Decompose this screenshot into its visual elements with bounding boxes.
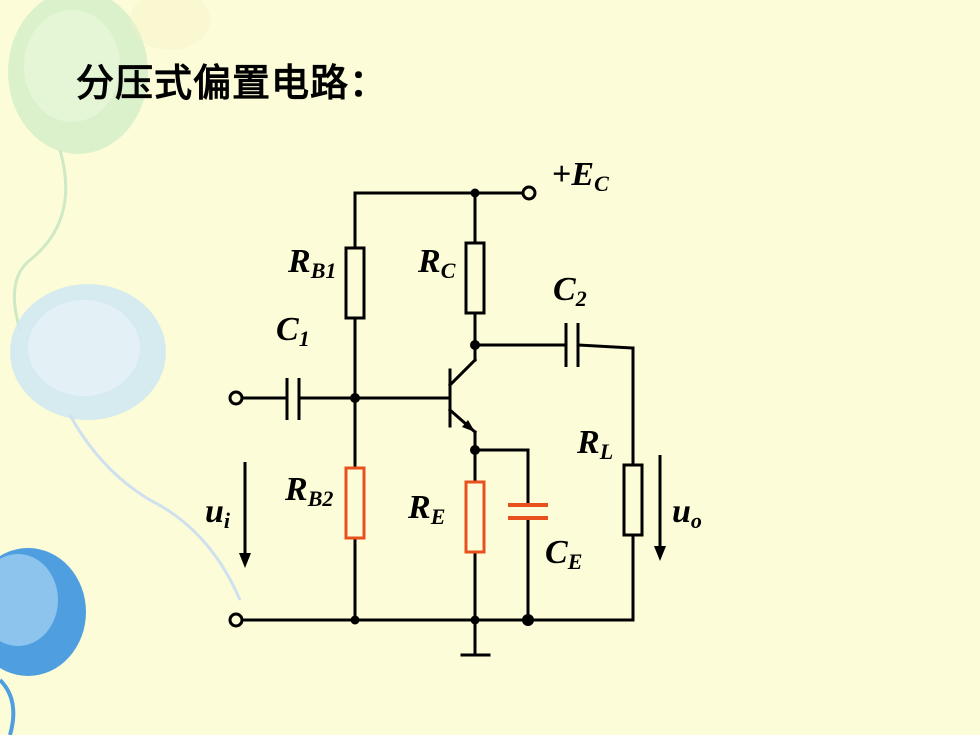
- supply-terminal: [521, 185, 537, 201]
- light-blue-balloon-decoration: [10, 284, 242, 601]
- rc-resistor: [464, 241, 486, 315]
- ground-terminal: [228, 612, 244, 628]
- supply-label: +EC: [552, 156, 609, 196]
- junction-dot-ground-rb2: [350, 615, 360, 625]
- c2-to-rl-wire: [576, 343, 635, 350]
- faint-balloon-decoration: [130, 0, 210, 50]
- input-terminal: [228, 390, 244, 406]
- uo-label: uo: [672, 493, 702, 533]
- c2-capacitor: [564, 323, 580, 367]
- junction-dot-emitter: [470, 445, 480, 455]
- blue-balloon-decoration: [0, 548, 86, 735]
- slide-title: 分压式偏置电路：: [76, 61, 389, 105]
- junction-dot-collector: [470, 340, 480, 350]
- junction-dot-ground-re: [470, 615, 480, 625]
- rb2-resistor: [344, 466, 366, 540]
- ce-label: CE: [545, 534, 582, 574]
- c2-label: C2: [553, 271, 587, 311]
- rl-label: RL: [576, 424, 613, 464]
- rb1-resistor: [344, 246, 366, 320]
- uo-arrow: [654, 455, 666, 561]
- c1-capacitor: [285, 378, 301, 420]
- rb1-label: RB1: [287, 243, 336, 283]
- emitter-arrow: [462, 420, 475, 432]
- green-balloon-decoration: [8, 0, 148, 331]
- rb2-label: RB2: [284, 471, 333, 511]
- ui-label: ui: [205, 493, 231, 533]
- junction-dot-top: [470, 188, 480, 198]
- transistor-collector: [447, 357, 478, 388]
- re-label: RE: [407, 489, 445, 529]
- re-resistor: [464, 480, 486, 554]
- junction-dot-base: [350, 393, 360, 403]
- junction-dot-ground-ce: [522, 614, 534, 626]
- rc-label: RC: [417, 243, 456, 283]
- ui-arrow: [239, 462, 251, 568]
- rl-resistor: [622, 463, 644, 537]
- ce-capacitor: [508, 503, 548, 520]
- c1-label: C1: [276, 311, 310, 351]
